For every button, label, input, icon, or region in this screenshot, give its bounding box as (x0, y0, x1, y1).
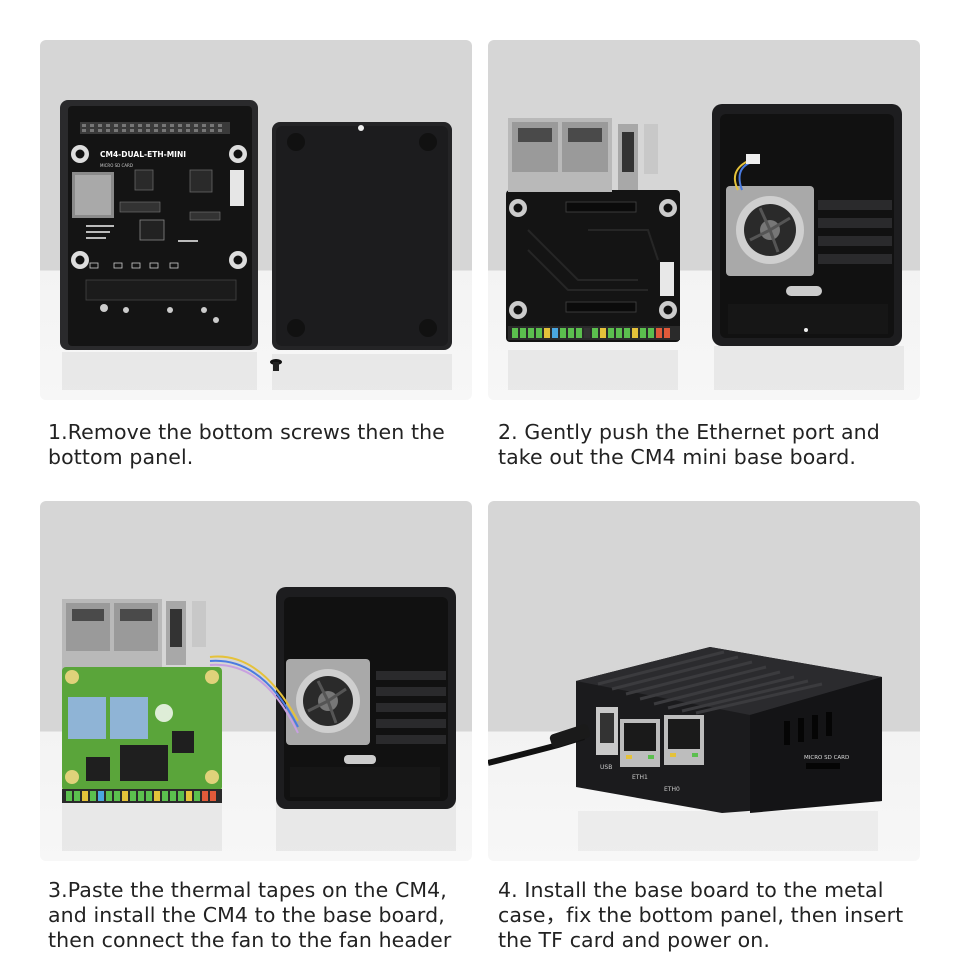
step-3-image (40, 501, 472, 861)
caption-line: 3.Paste the thermal tapes on the CM4, (48, 878, 447, 902)
caption-line: 4. Install the base board to the metal (498, 878, 884, 902)
caption-line: bottom panel. (48, 445, 194, 469)
fan-icon (286, 659, 370, 745)
step-4-illustration: USB ETH1 ETH0 MICRO SD CARD (488, 647, 882, 851)
board-small-label: MICRO SD CARD (100, 163, 133, 168)
assembled-case (576, 647, 882, 813)
port-label-eth0: ETH0 (664, 786, 680, 793)
board-label: CM4-DUAL-ETH-MINI (100, 150, 186, 159)
caption-line: case，fix the bottom panel, then insert (498, 903, 904, 927)
caption-line: 2. Gently push the Ethernet port and (498, 420, 880, 444)
step-3-caption: 3.Paste the thermal tapes on the CM4, an… (48, 878, 478, 953)
step-1-caption: 1.Remove the bottom screws then the bott… (48, 420, 478, 470)
card-slot-label: MICRO SD CARD (804, 755, 849, 761)
caption-line: 1.Remove the bottom screws then the (48, 420, 445, 444)
step-2-image (488, 40, 920, 400)
mini-base-board (506, 190, 680, 342)
caption-line: then connect the fan to the fan header (48, 928, 452, 952)
caption-line: take out the CM4 mini base board. (498, 445, 856, 469)
step-2-caption: 2. Gently push the Ethernet port and tak… (498, 420, 928, 470)
step-1-illustration: CM4-DUAL-ETH-MINI MICRO SD CARD (60, 100, 452, 390)
port-label-eth1: ETH1 (632, 774, 648, 781)
thermal-pad (68, 697, 106, 739)
step-2-illustration (506, 104, 904, 390)
fan-icon (726, 186, 814, 276)
step-4-image: USB ETH1 ETH0 MICRO SD CARD (488, 501, 920, 861)
thermal-pad (110, 697, 148, 739)
step-4-caption: 4. Install the base board to the metal c… (498, 878, 928, 953)
step-1-image: CM4-DUAL-ETH-MINI MICRO SD CARD (40, 40, 472, 400)
step-3-illustration (62, 587, 456, 851)
screw-icon (270, 359, 282, 371)
power-cable-icon (488, 724, 591, 766)
port-label-usb: USB (600, 764, 612, 771)
caption-line: and install the CM4 to the base board, (48, 903, 445, 927)
caption-line: the TF card and power on. (498, 928, 770, 952)
